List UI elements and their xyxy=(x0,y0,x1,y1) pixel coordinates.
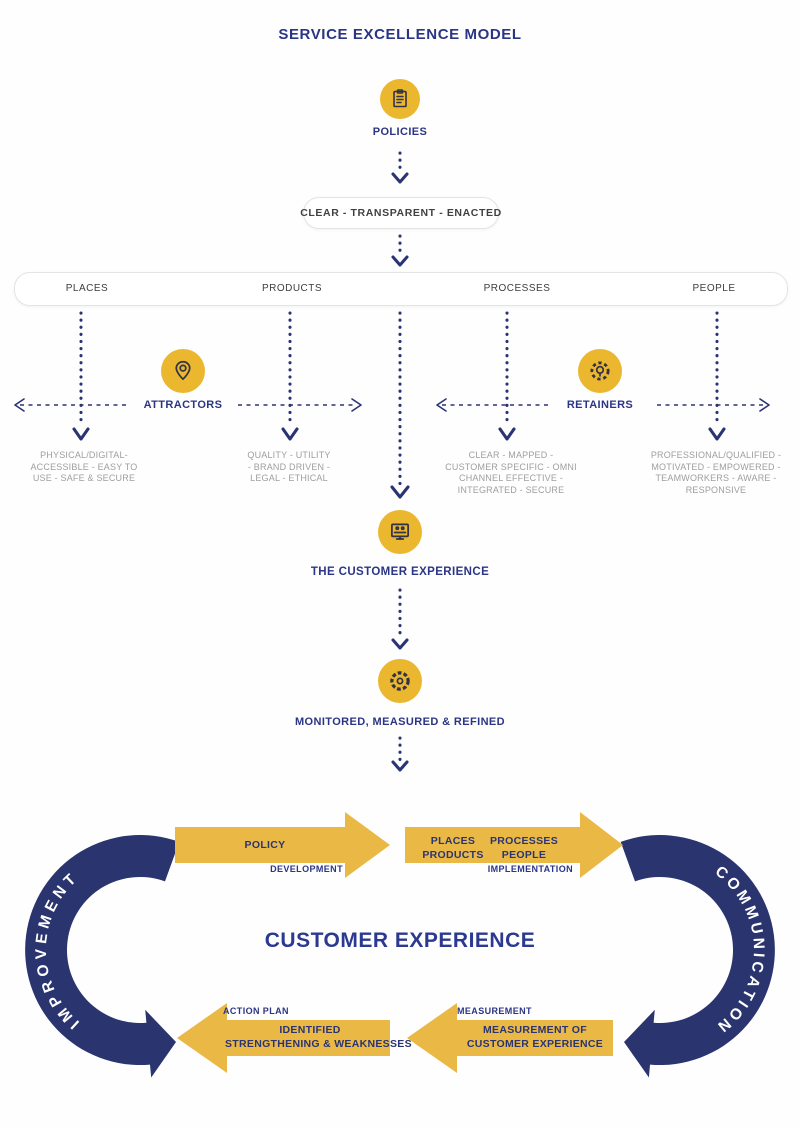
clarity-pill: CLEAR - TRANSPARENT - ENACTED xyxy=(300,197,502,229)
retainers-icon xyxy=(578,349,622,393)
action-plan-sublabel: ACTION PLAN xyxy=(223,1006,289,1016)
monitored-label: MONITORED, MEASURED & REFINED xyxy=(294,716,506,728)
identified-strengths-arrow xyxy=(177,1003,390,1073)
development-sublabel: DEVELOPMENT xyxy=(270,864,343,874)
arrow-retainers-right xyxy=(657,398,770,412)
people-description: PROFESSIONAL/QUALIFIED -MOTIVATED - EMPO… xyxy=(650,450,782,495)
improvement-curved-arrow: IMPROVEMENT xyxy=(25,835,180,1078)
arrow-center-to-customer-experience xyxy=(390,311,410,499)
arrow-people-down xyxy=(708,311,726,441)
attractors-icon xyxy=(161,349,205,393)
retainers-label: RETAINERS xyxy=(566,399,634,411)
customer-experience-icon xyxy=(378,510,422,554)
policy-arrow-label: POLICY xyxy=(244,839,286,851)
arrow-policies-to-clarity xyxy=(391,151,409,184)
cycle-center-title: CUSTOMER EXPERIENCE xyxy=(264,929,536,952)
policy-development-arrow xyxy=(175,812,390,878)
implementation-arrow xyxy=(405,812,623,878)
implementation-sublabel: IMPLEMENTATION xyxy=(487,864,573,874)
arrow-cx-to-monitored xyxy=(391,588,409,650)
arrow-products-down xyxy=(281,311,299,441)
pillar-products-label: PRODUCTS xyxy=(261,283,323,294)
processes-description: CLEAR - MAPPED -CUSTOMER SPECIFIC - OMNI… xyxy=(445,450,577,495)
pillar-people-label: PEOPLE xyxy=(692,283,736,294)
pillars-bar xyxy=(14,272,788,306)
customer-experience-label: THE CUSTOMER EXPERIENCE xyxy=(310,566,490,578)
measurement-arrow xyxy=(407,1003,613,1073)
policies-label: POLICIES xyxy=(372,126,428,138)
pillar-places-label: PLACES xyxy=(65,283,109,294)
pillar-processes-label: PROCESSES xyxy=(483,283,551,294)
arrow-places-down xyxy=(72,311,90,441)
communication-curved-arrow: COMMUNICATION xyxy=(620,835,775,1078)
attractors-label: ATTRACTORS xyxy=(143,399,223,411)
arrow-clarity-to-pillars xyxy=(391,234,409,267)
clarity-pill-text: CLEAR - TRANSPARENT - ENACTED xyxy=(300,207,502,219)
page-title: SERVICE EXCELLENCE MODEL xyxy=(278,26,522,43)
policies-icon xyxy=(380,79,420,119)
arrow-attractors-left xyxy=(14,398,128,412)
arrow-attractors-right xyxy=(238,398,362,412)
measurement-sublabel: MEASUREMENT xyxy=(457,1006,532,1016)
products-description: QUALITY - UTILITY- BRAND DRIVEN -LEGAL -… xyxy=(247,450,331,483)
monitored-icon xyxy=(378,659,422,703)
arrow-processes-down xyxy=(498,311,516,441)
arrow-retainers-left xyxy=(436,398,548,412)
arrow-monitored-to-cycle xyxy=(391,736,409,772)
